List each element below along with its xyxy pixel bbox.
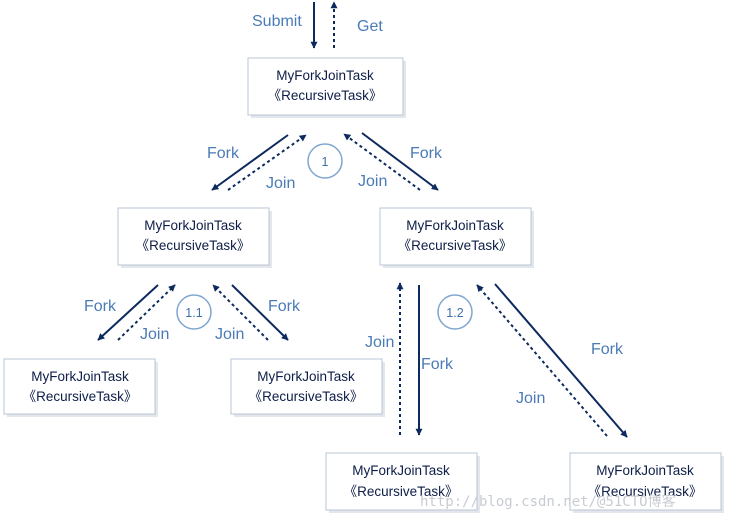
step-badge-1-2: 1.2 bbox=[437, 294, 473, 330]
watermark-text: http://blog.csdn.net/@51CTO博客 bbox=[420, 493, 676, 510]
task-box-leaf-left-name: MyForkJoinTask bbox=[31, 369, 129, 384]
task-box-leaf-right-name: MyForkJoinTask bbox=[596, 463, 694, 478]
task-box-leaf-left-type: 《RecursiveTask》 bbox=[23, 389, 138, 404]
task-box-leaf-bottom-name: MyForkJoinTask bbox=[352, 463, 450, 478]
task-box-leaf-bottom-type: 《RecursiveTask》 bbox=[344, 484, 459, 499]
join-label-rightleaf-right: Join bbox=[516, 390, 545, 407]
task-box-root: MyForkJoinTask 《RecursiveTask》 bbox=[247, 57, 406, 118]
step-badge-1: 1 bbox=[307, 143, 343, 179]
task-box-right: MyForkJoinTask 《RecursiveTask》 bbox=[379, 207, 534, 268]
fork-label-root-right: Fork bbox=[410, 145, 443, 162]
task-box-left: MyForkJoinTask 《RecursiveTask》 bbox=[117, 207, 272, 268]
task-box-root-name: MyForkJoinTask bbox=[276, 68, 374, 83]
task-box-left-type: 《RecursiveTask》 bbox=[136, 238, 251, 253]
fork-arrow-root-left bbox=[211, 134, 289, 191]
join-label-root-right: Join bbox=[358, 173, 387, 190]
join-arrow-left-root bbox=[227, 134, 307, 191]
join-arrow-right-root bbox=[343, 133, 421, 191]
task-box-left-name: MyForkJoinTask bbox=[144, 218, 242, 233]
submit-label: Submit bbox=[252, 13, 302, 30]
task-box-leaf-mid-name: MyForkJoinTask bbox=[257, 369, 355, 384]
join-label-leftleaf-left: Join bbox=[140, 326, 169, 343]
fork-label-right-bottomleaf: Fork bbox=[421, 356, 454, 373]
task-box-right-type: 《RecursiveTask》 bbox=[398, 238, 513, 253]
join-arrow-midleaf-left bbox=[212, 284, 269, 341]
get-label: Get bbox=[357, 18, 383, 35]
svg-text:1: 1 bbox=[322, 155, 329, 169]
join-label-bottomleaf-right: Join bbox=[365, 334, 394, 351]
task-box-leaf-right: MyForkJoinTask 《RecursiveTask》 bbox=[569, 452, 724, 513]
task-box-leaf-mid: MyForkJoinTask 《RecursiveTask》 bbox=[230, 358, 385, 417]
task-box-right-name: MyForkJoinTask bbox=[406, 218, 504, 233]
task-box-leaf-mid-type: 《RecursiveTask》 bbox=[249, 389, 364, 404]
task-box-leaf-right-type: 《RecursiveTask》 bbox=[588, 484, 703, 499]
svg-text:1.1: 1.1 bbox=[185, 306, 202, 320]
svg-text:1.2: 1.2 bbox=[446, 306, 463, 320]
join-label-root-left: Join bbox=[266, 175, 295, 192]
task-box-root-type: 《RecursiveTask》 bbox=[268, 88, 383, 103]
task-box-leaf-left: MyForkJoinTask 《RecursiveTask》 bbox=[3, 358, 158, 417]
step-badge-1-1: 1.1 bbox=[176, 294, 212, 330]
fork-arrow-root-right bbox=[361, 132, 439, 191]
task-box-leaf-bottom: MyForkJoinTask 《RecursiveTask》 bbox=[325, 452, 480, 513]
join-arrow-leftleaf-left bbox=[117, 284, 176, 341]
join-arrow-rightleaf-right bbox=[476, 284, 608, 437]
join-label-midleaf-left: Join bbox=[215, 326, 244, 343]
fork-label-left-leftleaf: Fork bbox=[84, 298, 117, 315]
fork-arrow-left-midleaf bbox=[231, 284, 289, 341]
fork-label-root-left: Fork bbox=[207, 145, 240, 162]
fork-label-right-rightleaf: Fork bbox=[591, 341, 624, 358]
fork-arrow-right-rightleaf bbox=[494, 283, 628, 438]
fork-arrow-left-leftleaf bbox=[97, 284, 159, 341]
fork-label-left-midleaf: Fork bbox=[268, 298, 301, 315]
